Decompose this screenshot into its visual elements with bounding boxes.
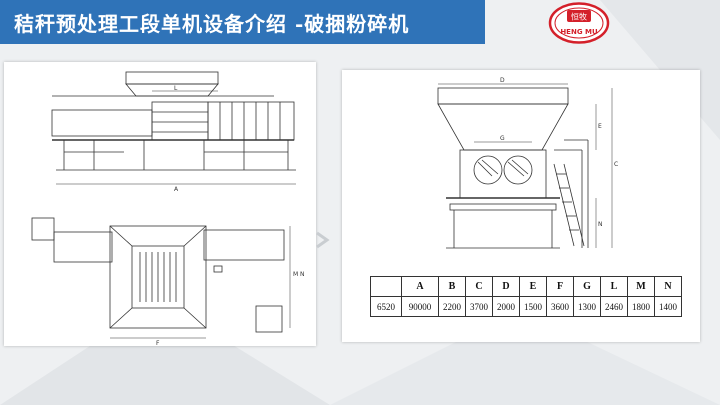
shredder-elevation-plan-drawing: L A F M N	[31, 71, 305, 347]
dim-label-c: C	[614, 161, 618, 168]
dim-label-f: F	[156, 340, 160, 346]
dim-label-n: N	[300, 271, 305, 278]
spec-table-header-row: A B C D E F G L M N	[370, 276, 682, 297]
spec-header-cell	[370, 276, 402, 297]
spec-table: A B C D E F G L M N 6520 90000 2200 3700…	[370, 276, 682, 317]
spec-table-row: 6520 90000 2200 3700 2000 1500 3600 1300…	[370, 296, 682, 317]
dim-label-g: G	[500, 135, 505, 142]
spec-header-cell: A	[401, 276, 439, 297]
spec-cell: 1400	[654, 296, 682, 317]
left-drawing-panel: L A F M N	[4, 62, 316, 347]
spec-cell: 1300	[573, 296, 601, 317]
dim-label-l: L	[174, 85, 178, 92]
dim-label-d: D	[500, 77, 505, 84]
spec-cell: 2000	[492, 296, 520, 317]
spec-cell: 1800	[627, 296, 655, 317]
spec-header-cell: F	[546, 276, 574, 297]
spec-header-cell: N	[654, 276, 682, 297]
spec-header-cell: M	[627, 276, 655, 297]
spec-header-cell: L	[600, 276, 628, 297]
spec-header-cell: B	[438, 276, 466, 297]
spec-cell: 90000	[401, 296, 439, 317]
title-bar: 秸秆预处理工段单机设备介绍 -破捆粉碎机	[0, 0, 485, 44]
plan-view: F M N	[31, 217, 305, 347]
spec-cell: 2460	[600, 296, 628, 317]
dim-label-a: A	[174, 186, 179, 193]
spec-header-cell: D	[492, 276, 520, 297]
spec-header-cell: E	[519, 276, 547, 297]
company-logo: 恒牧 HENG MU	[548, 2, 610, 44]
spec-header-cell: G	[573, 276, 601, 297]
chevron-right-icon	[316, 231, 330, 249]
spec-cell: 1500	[519, 296, 547, 317]
right-drawing-panel: D G C E N A B	[342, 70, 700, 342]
slide-title: 秸秆预处理工段单机设备介绍 -破捆粉碎机	[14, 11, 410, 36]
shredder-front-elevation-drawing: D G C E N	[437, 77, 618, 249]
logo-bottom-text: HENG MU	[560, 28, 598, 36]
dim-label-m: M	[293, 271, 298, 278]
spec-cell: 3700	[465, 296, 493, 317]
spec-cell: 3600	[546, 296, 574, 317]
spec-header-cell: C	[465, 276, 493, 297]
spec-cell: 2200	[438, 296, 466, 317]
logo-top-text: 恒牧	[571, 12, 587, 22]
dim-label-n-right: N	[598, 221, 603, 228]
spec-cell: 6520	[370, 296, 402, 317]
dim-label-e: E	[598, 123, 602, 130]
side-elevation-view: L A	[51, 71, 296, 193]
